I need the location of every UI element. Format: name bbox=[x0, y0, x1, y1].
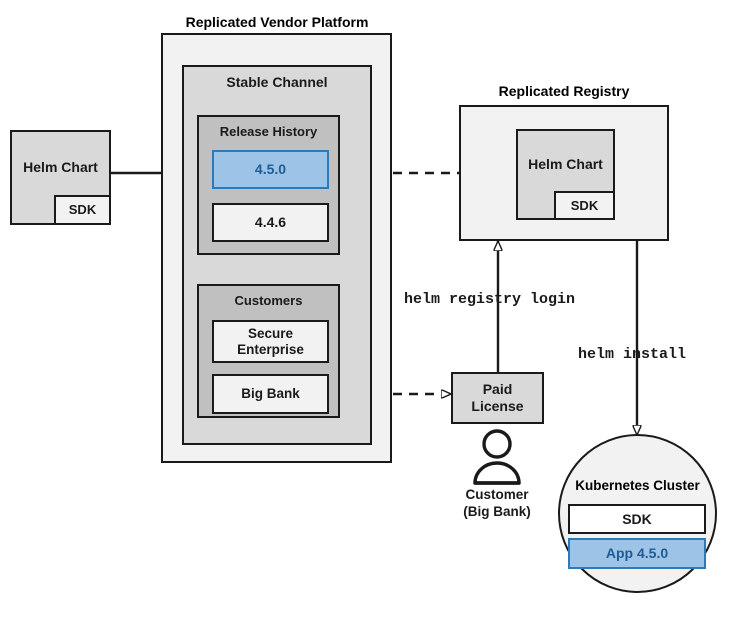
customer-item-secure-enterprise-label: Secure Enterprise bbox=[237, 325, 304, 357]
customer-actor-label: Customer (Big Bank) bbox=[427, 487, 567, 521]
customers-title: Customers bbox=[234, 293, 303, 308]
kubernetes-cluster-title: Kubernetes Cluster bbox=[575, 478, 700, 493]
stable-channel-title: Stable Channel bbox=[226, 74, 328, 90]
release-history-title: Release History bbox=[219, 124, 318, 139]
vendor-platform-title: Replicated Vendor Platform bbox=[185, 14, 369, 30]
cluster-component-sdk: SDK bbox=[568, 504, 706, 534]
customer-actor-line2: (Big Bank) bbox=[463, 503, 531, 519]
source-sdk-box: SDK bbox=[54, 195, 111, 225]
command-helm-registry-login: helm registry login bbox=[404, 291, 576, 308]
customer-item-big-bank-label: Big Bank bbox=[241, 386, 300, 402]
cluster-component-sdk-label: SDK bbox=[622, 510, 652, 527]
customer-item-big-bank[interactable]: Big Bank bbox=[212, 374, 329, 414]
release-item-4-5-0-label: 4.5.0 bbox=[254, 161, 287, 178]
registry-helm-chart-label: Helm Chart bbox=[528, 156, 603, 173]
person-icon bbox=[473, 429, 521, 485]
release-item-4-4-6[interactable]: 4.4.6 bbox=[212, 203, 329, 242]
source-helm-chart-label: Helm Chart bbox=[23, 159, 98, 176]
registry-title: Replicated Registry bbox=[498, 83, 630, 99]
registry-sdk-label: SDK bbox=[570, 197, 599, 213]
customer-item-secure-enterprise[interactable]: Secure Enterprise bbox=[212, 320, 329, 363]
release-item-4-5-0[interactable]: 4.5.0 bbox=[212, 150, 329, 189]
source-sdk-label: SDK bbox=[68, 202, 97, 218]
command-helm-install: helm install bbox=[578, 346, 687, 363]
customer-actor-line1: Customer bbox=[465, 487, 529, 502]
cluster-component-app: App 4.5.0 bbox=[568, 538, 706, 569]
release-item-4-4-6-label: 4.4.6 bbox=[254, 214, 287, 231]
paid-license-label: Paid License bbox=[471, 381, 524, 414]
cluster-component-app-label: App 4.5.0 bbox=[605, 545, 669, 562]
paid-license-box: Paid License bbox=[451, 372, 544, 424]
registry-sdk-box: SDK bbox=[554, 191, 615, 220]
